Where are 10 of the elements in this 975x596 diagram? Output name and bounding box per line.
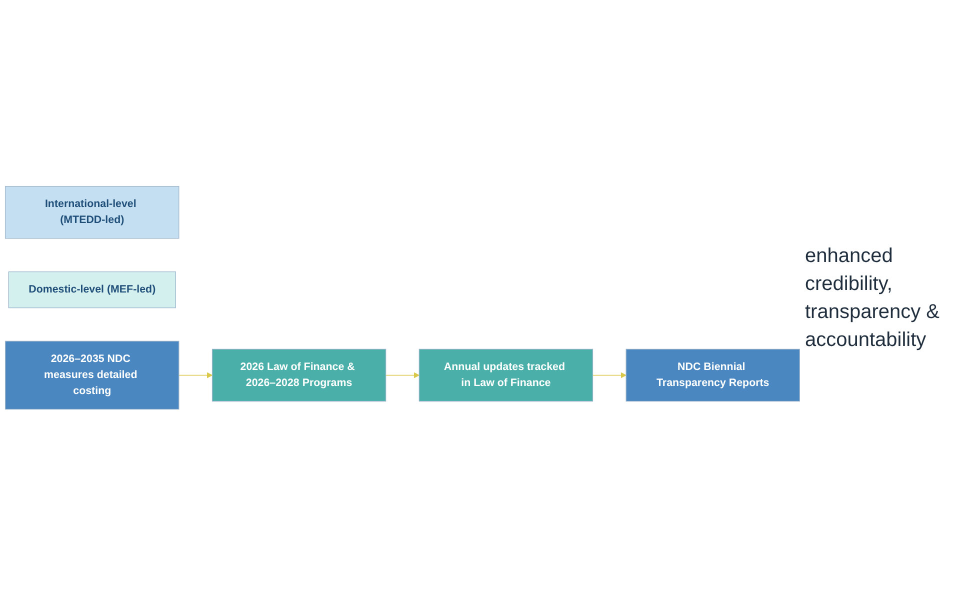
arrow [178,372,213,378]
arrow [385,372,420,378]
arrow [592,372,626,378]
note-text: enhanced credibility, transparency & accountability [805,244,941,353]
node-box: NDC Biennial Transparency Reports [626,349,800,402]
node-box: International-level (MTEDD-led) [5,186,180,239]
node-box: Annual updates tracked in Law of Finance [418,349,594,402]
node-box: 2026–2035 NDC measures detailed costing [5,341,180,410]
node-box: 2026 Law of Finance & 2026–2028 Programs [212,349,386,402]
node-box: Domestic-level (MEF-led) [8,272,176,308]
